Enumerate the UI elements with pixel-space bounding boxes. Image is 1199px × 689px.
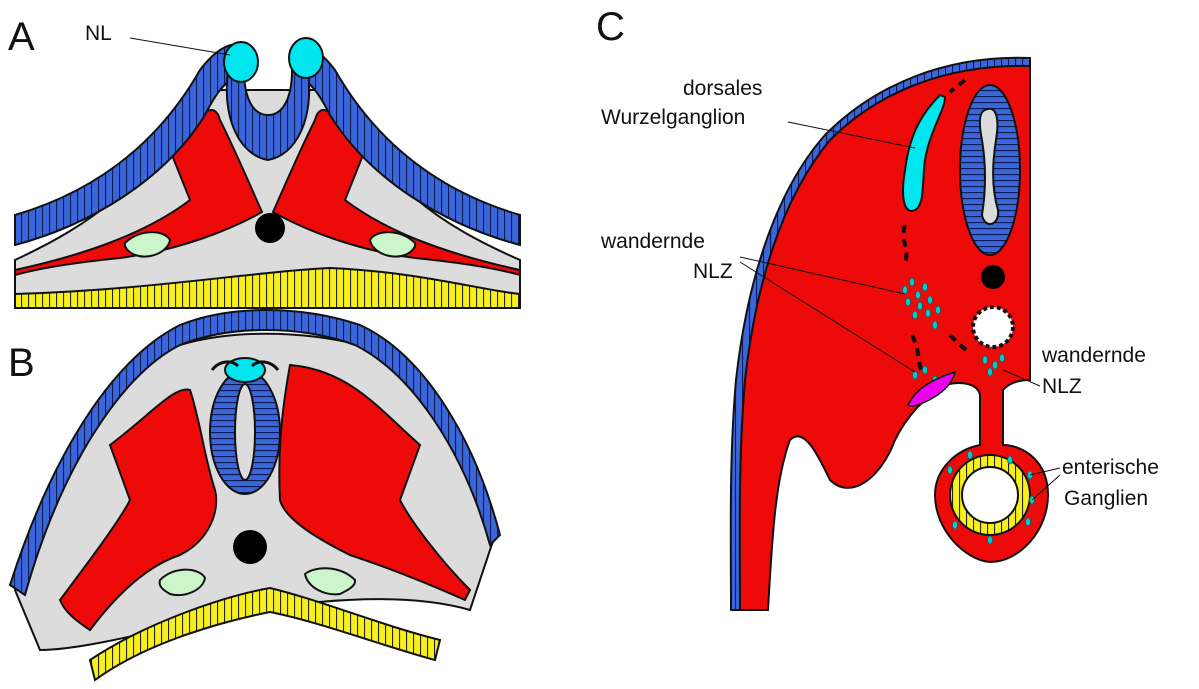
panel-c-label-drg-1: dorsales	[683, 77, 762, 100]
panel-c-label-mig1-1: wandernde	[600, 230, 705, 253]
panel-c-letter: C	[596, 5, 625, 49]
panel-c-label-mig2-2: NLZ	[1042, 375, 1082, 398]
panel-c-vessel	[973, 307, 1013, 347]
panel-c-label-ent-2: Ganglien	[1064, 487, 1148, 510]
panel-c-notochord	[981, 265, 1005, 289]
panel-a-letter: A	[8, 15, 35, 59]
panel-c-gut-lumen	[962, 467, 1018, 523]
panel-c: C dorsales Wurzelganglion wandernde NLZ …	[596, 5, 1159, 610]
panel-a-notochord	[255, 213, 285, 243]
panel-a-neural-crest-left	[224, 42, 258, 82]
panel-a-label-nl: NL	[85, 22, 112, 45]
panel-a-neural-crest-right	[289, 38, 323, 78]
panel-b-notochord	[233, 530, 267, 564]
panel-a: A NL	[8, 15, 520, 308]
panel-c-label-ent-1: enterische	[1062, 456, 1159, 479]
panel-c-label-drg-2: Wurzelganglion	[601, 106, 745, 129]
panel-b: B	[8, 310, 500, 680]
panel-c-label-mig2-1: wandernde	[1041, 344, 1146, 367]
panel-b-neural-canal	[235, 384, 255, 480]
panel-b-letter: B	[8, 341, 35, 385]
panel-c-label-mig1-2: NLZ	[693, 260, 733, 283]
panel-a-leader-nl	[130, 38, 230, 55]
